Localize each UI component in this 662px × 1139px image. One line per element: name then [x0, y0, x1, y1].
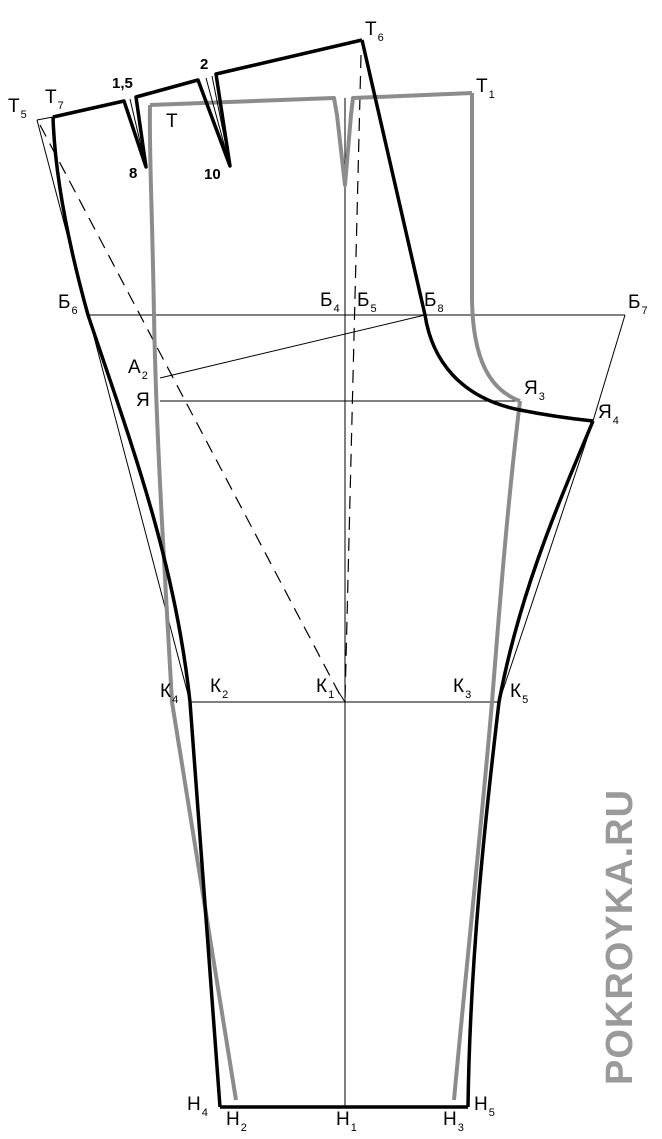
dart-values: 1,5 8 2 10 [112, 56, 221, 183]
label-subscript: 1 [351, 1122, 357, 1134]
dart1-length-value: 8 [129, 165, 137, 182]
back-center-seam [360, 39, 594, 423]
label-k4: К4 [160, 681, 178, 706]
back-inseam [466, 420, 595, 1108]
back-outline [51, 38, 595, 1109]
label-k3: К3 [453, 676, 471, 701]
label-t5: Т5 [8, 96, 27, 121]
label-subscript: 2 [222, 689, 228, 701]
label-t7: Т7 [45, 87, 64, 112]
label-subscript: 3 [539, 391, 545, 403]
label-b5: Б5 [357, 290, 377, 315]
label-n5: Н5 [474, 1094, 495, 1119]
t6-k1-dashed [344, 54, 362, 701]
label-subscript: 2 [142, 370, 148, 382]
ya4-k5-line [498, 420, 594, 703]
label-subscript: 3 [458, 1122, 464, 1134]
back-side-seam [51, 116, 222, 1108]
label-subscript: 5 [370, 303, 376, 315]
dart2-right-line [211, 75, 231, 167]
label-subscript: 3 [465, 689, 471, 701]
label-subscript: 4 [333, 303, 339, 315]
point-labels: Т6 Т7 Т5 Т1 Т Б6 Б4 Б5 Б8 Б7 А2 Я Я3 Я4 … [8, 19, 648, 1134]
label-subscript: 8 [437, 303, 443, 315]
label-t6: Т6 [365, 19, 384, 44]
dart2-length-value: 10 [204, 166, 221, 183]
label-a2: А2 [128, 357, 148, 382]
label-subscript: 1 [328, 689, 334, 701]
label-b4: Б4 [320, 290, 340, 315]
watermark: POKROYKA.RU [599, 789, 641, 1085]
dart-lines [129, 75, 231, 168]
t5-k1-dashed [39, 124, 341, 696]
label-b8: Б8 [424, 290, 444, 315]
label-ya4: Я4 [598, 402, 619, 427]
front-side-seam [147, 104, 238, 1101]
label-subscript: 1 [489, 89, 495, 101]
label-b6: Б6 [58, 292, 78, 317]
label-n1: Н1 [336, 1109, 357, 1134]
label-t: Т [166, 111, 178, 132]
label-ya3: Я3 [524, 378, 545, 403]
label-subscript: 4 [172, 694, 178, 706]
label-subscript: 6 [71, 305, 77, 317]
label-t1: Т1 [476, 76, 495, 101]
label-n2: Н2 [226, 1109, 247, 1134]
dart2-width-value: 2 [200, 56, 208, 73]
label-subscript: 6 [378, 32, 384, 44]
label-subscript: 5 [489, 1107, 495, 1119]
label-k2: К2 [210, 676, 228, 701]
construction-lines [36, 98, 626, 1107]
label-subscript: 2 [241, 1122, 247, 1134]
label-subscript: 5 [522, 694, 528, 706]
label-n4: Н4 [187, 1094, 208, 1119]
back-waist-line [52, 38, 363, 169]
t5-k4-line [36, 119, 191, 703]
label-b7: Б7 [628, 292, 648, 317]
dart2-left-line [205, 77, 231, 167]
b7-ya4-line [592, 314, 626, 422]
label-subscript: 4 [613, 415, 619, 427]
front-inseam [452, 400, 522, 1101]
label-subscript: 7 [641, 305, 647, 317]
front-fly-crotch [470, 93, 521, 403]
t5-t7-line [36, 116, 54, 121]
a2-b8-line [159, 314, 426, 379]
dart1-width-value: 1,5 [112, 75, 133, 92]
front-waist-line [149, 91, 473, 187]
label-ya: Я [136, 390, 150, 411]
label-subscript: 7 [58, 100, 64, 112]
front-outline [147, 91, 522, 1101]
label-subscript: 4 [202, 1107, 208, 1119]
label-n3: Н3 [443, 1109, 464, 1134]
label-subscript: 5 [21, 109, 27, 121]
label-k1: К1 [316, 676, 334, 701]
label-k5: К5 [510, 681, 528, 706]
dashed-lines [39, 54, 362, 701]
dart1-left-line [129, 98, 147, 168]
